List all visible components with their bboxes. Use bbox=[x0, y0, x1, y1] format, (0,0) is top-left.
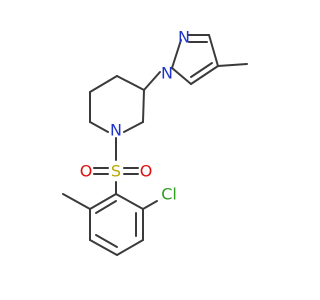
sulfonyl-group bbox=[93, 137, 139, 195]
bond-n-c2-piperidine bbox=[123, 121, 144, 133]
bond-c3-c4 bbox=[208, 34, 219, 67]
bond-benzene-4-5-double bbox=[95, 234, 118, 248]
atom-labels: N N N S O O Cl bbox=[80, 28, 190, 204]
bond-benzene-6-1-double bbox=[95, 200, 117, 214]
atom-sulfur: S bbox=[111, 162, 121, 181]
chemical-structure-diagram: N N N S O O Cl bbox=[62, 28, 248, 256]
bond-benzene-3-4 bbox=[116, 239, 144, 256]
bond-n1-n2 bbox=[171, 39, 182, 69]
atom-n-piperidine: N bbox=[110, 121, 122, 140]
bond-c4-c5-piperidine bbox=[89, 75, 118, 93]
bond-c4-c5-double bbox=[190, 62, 213, 78]
bond-benzene-methyl bbox=[62, 193, 91, 210]
bond-benzene-4-5 bbox=[89, 239, 118, 256]
atom-n-pyrazole-top: N bbox=[178, 28, 190, 47]
atom-n-pyrazole-bottom: N bbox=[161, 64, 173, 83]
bond-c4-c5 bbox=[190, 65, 219, 85]
bond-c4-methyl bbox=[217, 63, 248, 67]
bond-benzene-cl bbox=[142, 200, 158, 210]
bond-c3-c4-piperidine bbox=[116, 75, 145, 91]
benzene-ring bbox=[62, 193, 158, 256]
bond-pyrazole-piperidine bbox=[143, 71, 161, 91]
bond-c5-n1 bbox=[171, 67, 192, 85]
atom-oxygen-left: O bbox=[80, 162, 93, 181]
pyrazole-ring bbox=[171, 34, 248, 85]
bond-benzene-1-2 bbox=[115, 193, 144, 210]
piperidine-ring bbox=[89, 71, 161, 133]
bond-c6-n-piperidine bbox=[89, 121, 109, 133]
bond-c2-c3-piperidine bbox=[142, 89, 145, 123]
bond-benzene-6-1 bbox=[89, 193, 117, 210]
atom-oxygen-right: O bbox=[140, 162, 153, 181]
atom-chlorine: Cl bbox=[161, 185, 177, 204]
